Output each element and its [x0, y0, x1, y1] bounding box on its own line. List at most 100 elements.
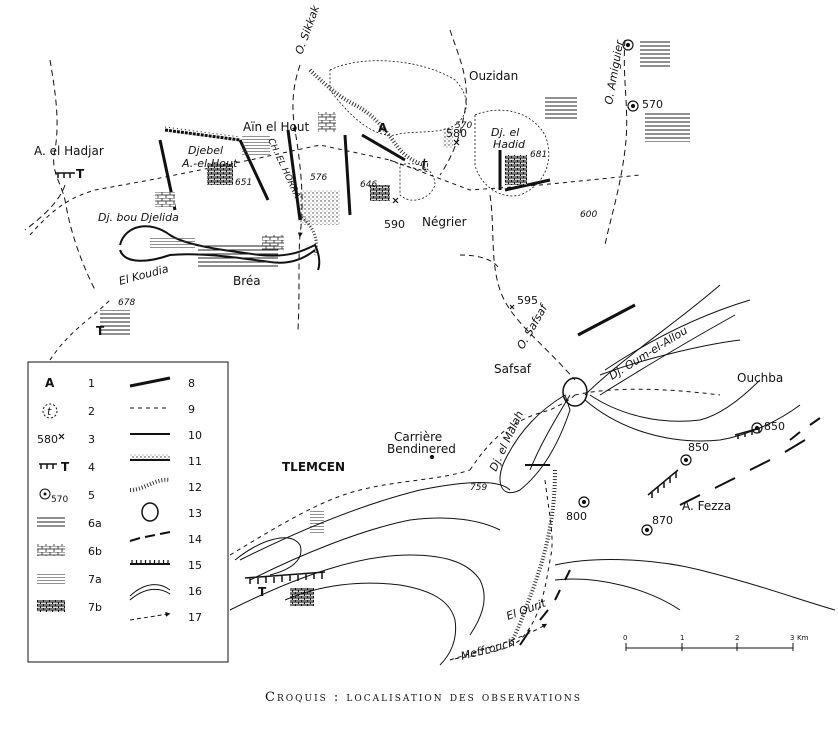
place-label: Bendinered [387, 442, 456, 456]
spot-height: 646 [360, 180, 377, 190]
place-label: Djebel [188, 144, 223, 157]
place-label: Aïn el Hout [243, 120, 309, 134]
legend-item: 13 [141, 502, 202, 522]
marl-hatch [100, 310, 130, 335]
fault-bar [577, 303, 636, 337]
legend-number: 7b [88, 601, 102, 614]
spot-height: 595 [517, 294, 538, 307]
fault-bar [504, 178, 551, 192]
legend-number: 14 [188, 533, 202, 546]
place-label: Carrière [394, 430, 442, 444]
legend-number: 16 [188, 585, 202, 598]
river-el-hadjar [24, 184, 66, 231]
place-label: El Koudia [117, 262, 170, 288]
dashed-track [469, 394, 576, 471]
limestone-block [207, 163, 233, 185]
river-label: CH. EL HORRA [265, 137, 301, 200]
scale-unit: Km [797, 634, 809, 642]
spot-height: 850 [764, 420, 785, 433]
legend-item: 15 [130, 559, 202, 572]
legend-item: 580 3 [37, 433, 95, 446]
contour-line [234, 537, 302, 576]
marl-hatch [310, 510, 324, 535]
contour-line [499, 394, 571, 494]
place-label: A.-el-Hout [181, 157, 238, 170]
legend-item: 6a [37, 516, 102, 530]
river-label: O. Safsaf [514, 301, 551, 352]
spot-height: 850 [688, 441, 709, 454]
legend-number: 3 [88, 433, 95, 446]
river-amiguier [604, 39, 628, 246]
place-label: Dj. Oum-el-Allou [607, 324, 690, 383]
legend-symbol: A [45, 376, 55, 390]
northern-sector [24, 29, 641, 381]
legend-item: 12 [129, 477, 202, 494]
place-label: Dj. bou Djelida [98, 211, 179, 224]
map-caption: Croquis : localisation des observations [265, 690, 582, 705]
contour-line [604, 299, 751, 371]
marl-hatch [640, 40, 670, 68]
legend-number: 9 [188, 403, 195, 416]
river-ouzidan [439, 29, 467, 176]
legend-symbol: 580 [37, 433, 58, 446]
lithology-areas [100, 40, 690, 606]
travertine-rows [55, 172, 761, 584]
spot-height: 580 [446, 127, 467, 140]
contour-line [599, 339, 741, 376]
scale-bar: 0 1 2 3 Km [623, 634, 809, 651]
legend-item: 9 [130, 403, 195, 416]
legend-number: 1 [88, 377, 95, 390]
scale-tick: 2 [735, 634, 739, 642]
legend-item: 14 [129, 531, 202, 546]
legend-symbol: t [47, 405, 52, 418]
place-label: Hadid [493, 138, 526, 151]
gorge-band [508, 469, 557, 646]
fault-bar [286, 129, 302, 221]
legend-item: 11 [130, 454, 202, 468]
limestone-block [318, 112, 336, 132]
legend-item: 8 [129, 376, 195, 390]
legend-number: 6a [88, 517, 102, 530]
legend-number: 15 [188, 559, 202, 572]
contour-line [229, 554, 485, 636]
contour-line [249, 517, 501, 581]
marl-hatch [242, 135, 270, 155]
legend-number: 6b [88, 545, 102, 558]
contour-line [584, 399, 801, 442]
limestone-block [505, 155, 527, 185]
contour-line [239, 482, 511, 561]
place-label: Safsaf [494, 362, 532, 376]
scale-tick: 1 [680, 634, 684, 642]
place-label: Dj. el Malah [487, 409, 526, 473]
scale-tick: 0 [623, 634, 627, 642]
legend-item: 10 [130, 429, 202, 442]
spot-height: 600 [580, 210, 597, 220]
spot-height: 651 [235, 178, 252, 188]
broken-ticks [519, 569, 571, 646]
dashed-track [449, 623, 548, 661]
contour-line [554, 559, 836, 611]
limestone-block [370, 185, 390, 201]
map-labels: O. Sikkak O. Amiguier O. Safsaf CH. EL H… [34, 3, 785, 663]
spot-height: 800 [566, 510, 587, 523]
marl-hatch [198, 243, 278, 268]
legend-item: 6b [37, 544, 102, 558]
legend-number: 2 [88, 405, 95, 418]
limestone-block [155, 192, 175, 207]
river-west [49, 59, 96, 291]
contour-line [589, 379, 761, 422]
limestone-block [290, 588, 314, 606]
spot-height: 870 [652, 514, 673, 527]
legend-item: 17 [129, 611, 202, 624]
legend-item: 7a [37, 572, 102, 586]
dashed-track [29, 144, 641, 236]
observation-points [429, 39, 763, 536]
spot-height: 570 [642, 98, 663, 111]
legend-symbol: T [61, 460, 70, 474]
spot-height: 759 [470, 483, 487, 493]
